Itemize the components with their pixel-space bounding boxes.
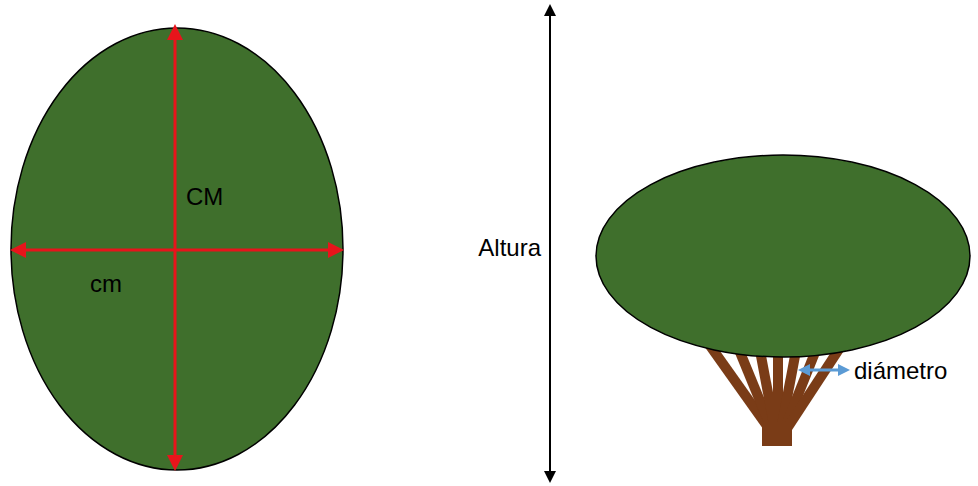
minor-axis-arrow [10,242,344,258]
diameter-arrow [798,364,850,376]
height-arrow [544,4,556,483]
major-axis-arrow [167,24,183,471]
dimension-label: cm [90,272,122,296]
dimension-label: Altura [478,236,541,260]
crown-side-view [596,155,970,357]
tree-trunk [762,422,792,446]
dimension-label: CM [186,185,223,209]
crown-top-view [11,28,343,470]
dimension-label: diámetro [854,359,947,383]
